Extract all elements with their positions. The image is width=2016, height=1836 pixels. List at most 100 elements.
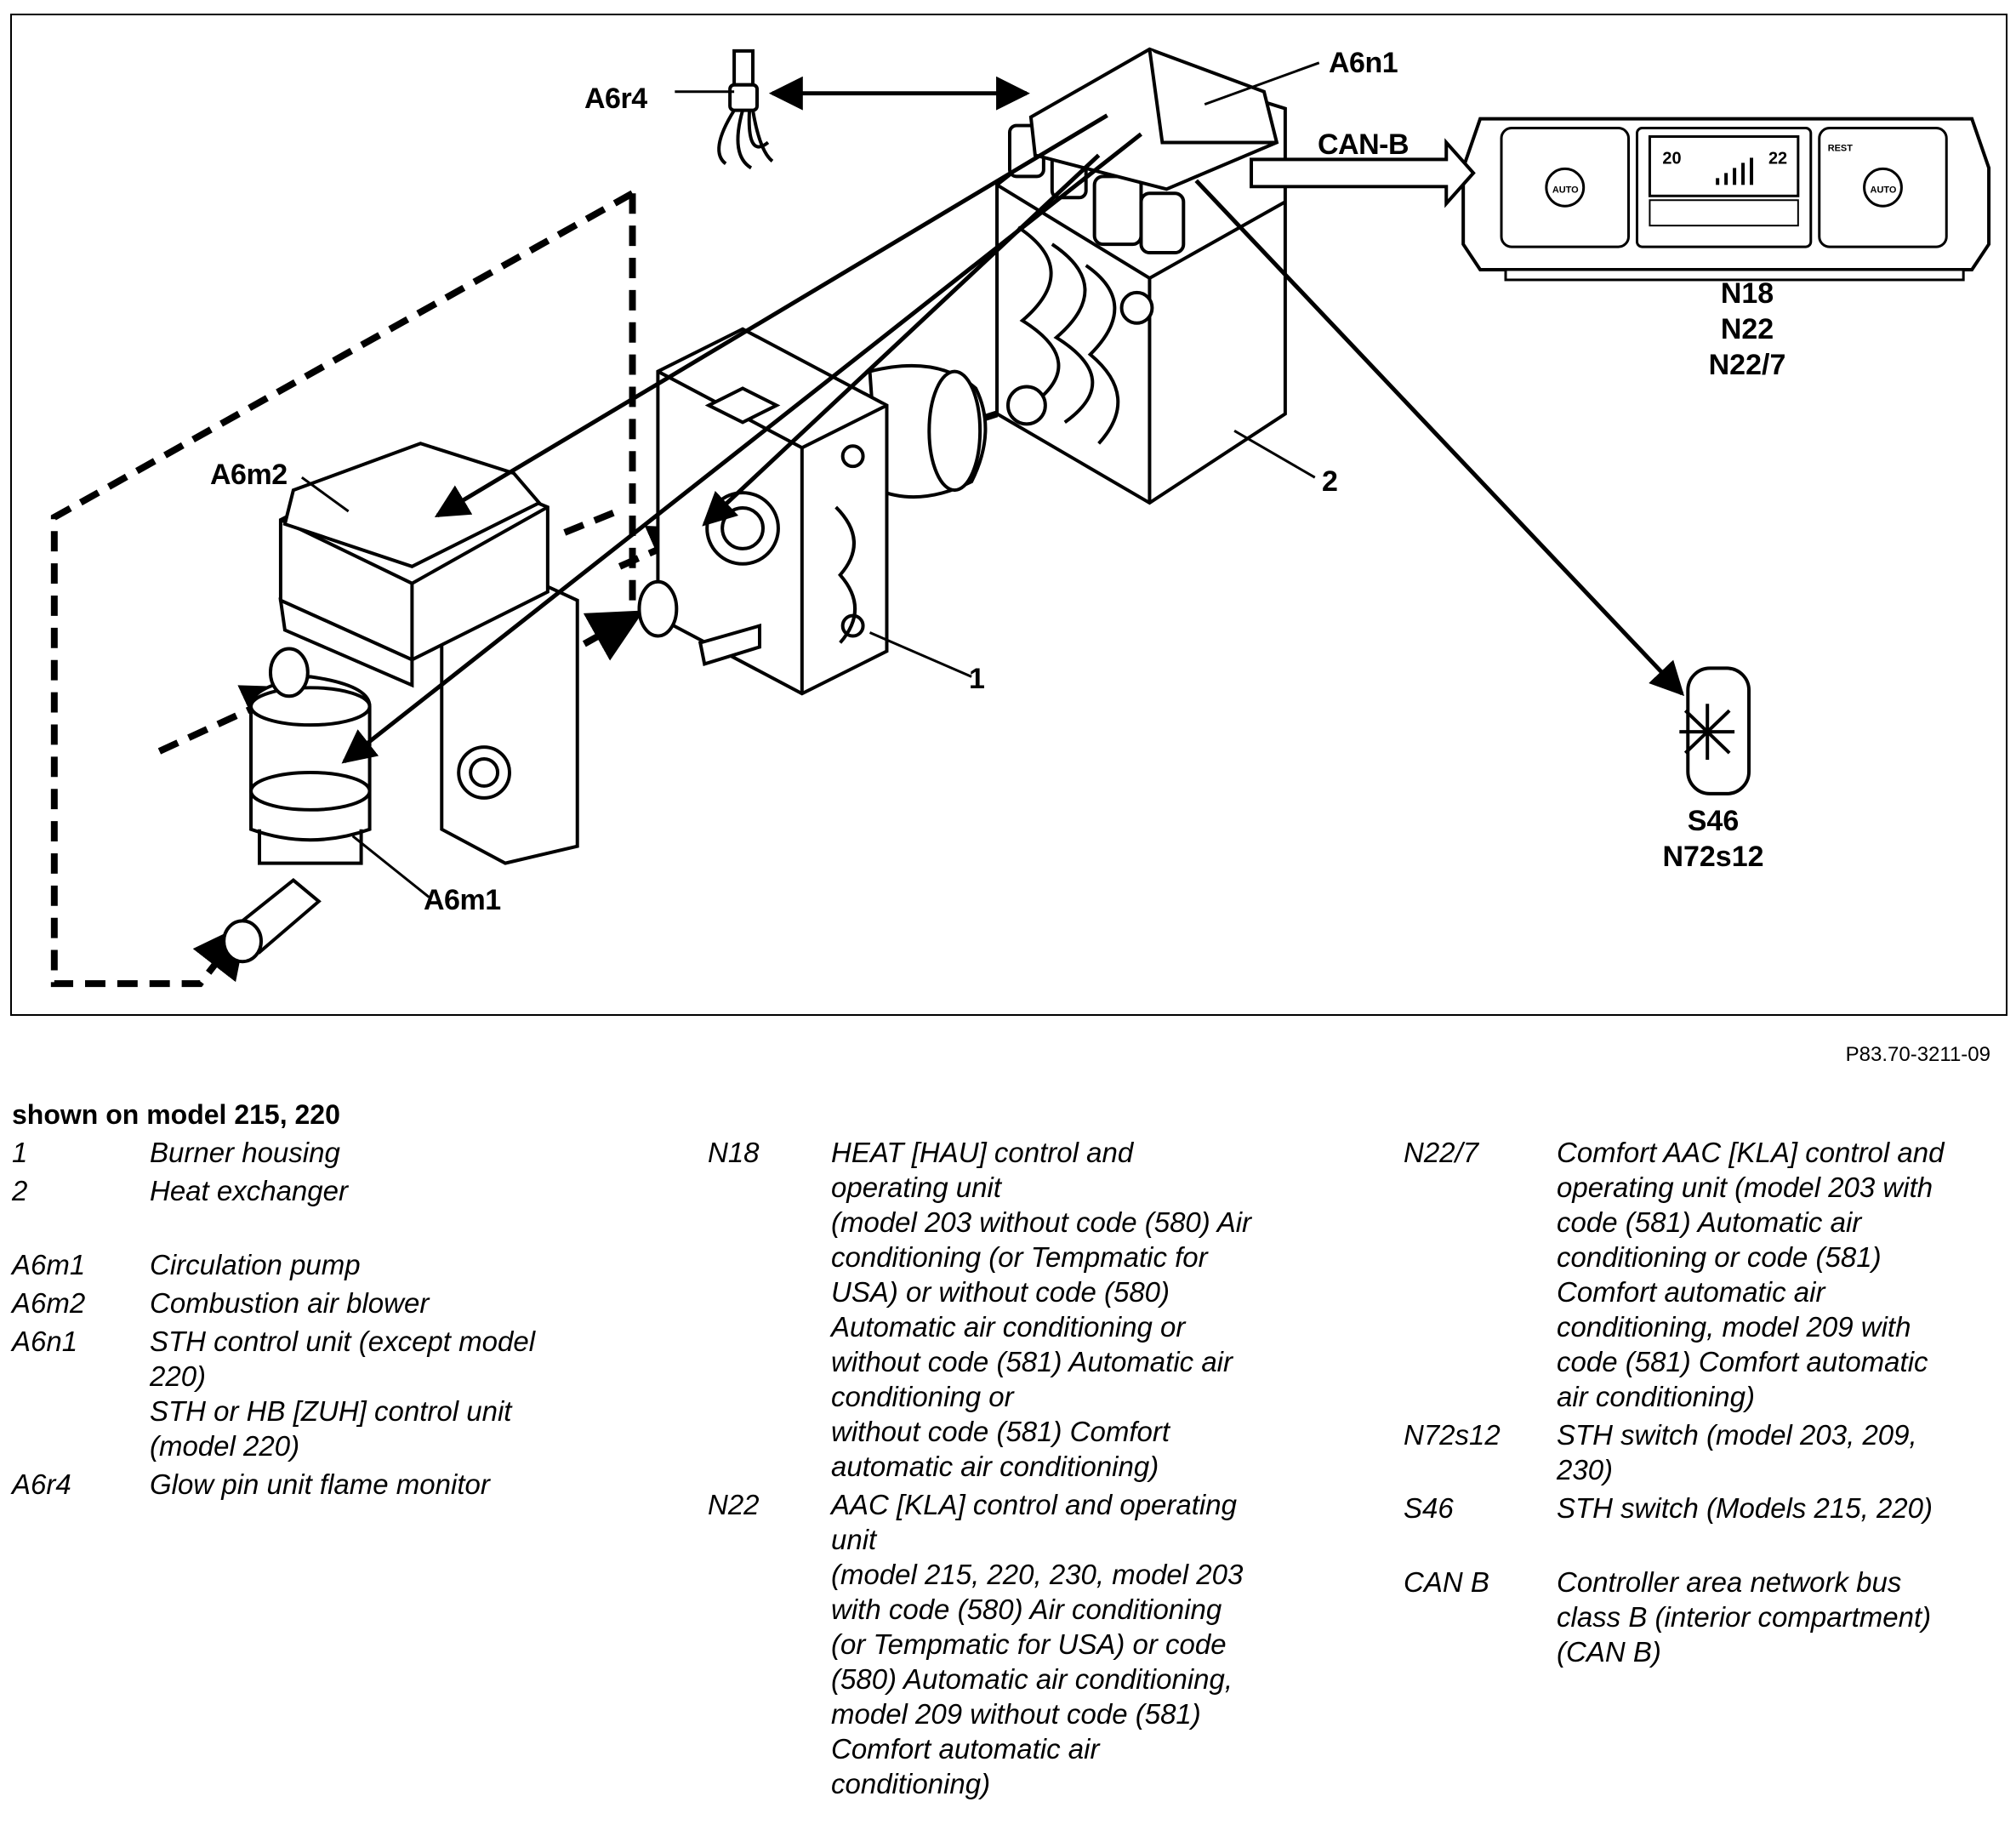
legend-description-line: without code (581) Automatic air xyxy=(831,1346,1233,1377)
legend-description-line: (or Tempmatic for USA) or code xyxy=(831,1628,1227,1660)
legend-entry: A6r4 Glow pin unit flame monitor xyxy=(12,1467,590,1502)
legend-description-line: Comfort automatic air xyxy=(1557,1276,1825,1308)
legend-description-line: 220) xyxy=(150,1360,207,1392)
legend-code: S46 xyxy=(1404,1492,1454,1524)
legend-description-line: conditioning or code (581) xyxy=(1557,1241,1882,1273)
legend-code: A6r4 xyxy=(12,1468,71,1500)
diagram-drawing: 20 22 AUTO AUTO REST xyxy=(50,47,1991,988)
legend-description-line: (model 220) xyxy=(150,1430,300,1462)
legend-entry: N72s12 STH switch (model 203, 209,230) xyxy=(1404,1417,1990,1487)
legend-description-line: (580) Automatic air conditioning, xyxy=(831,1663,1233,1695)
legend-description-line: (model 203 without code (580) Air xyxy=(831,1206,1252,1238)
legend-code: A6n1 xyxy=(12,1326,78,1357)
callout-panel-codes: N18 N22 N22/7 xyxy=(1696,276,1798,383)
callout-a6m2: A6m2 xyxy=(210,459,288,491)
callout-n22: N22 xyxy=(1720,313,1774,345)
diagram-figure: 20 22 AUTO AUTO REST xyxy=(10,14,2007,1016)
legend-description: Combustion air blower xyxy=(150,1286,590,1320)
legend-description-line: USA) or without code (580) xyxy=(831,1276,1170,1308)
callout-switch-codes: S46 N72s12 xyxy=(1649,803,1777,875)
legend-gap xyxy=(12,1208,590,1247)
legend-description-line: without code (581) Comfort xyxy=(831,1416,1170,1447)
legend-code: N72s12 xyxy=(1404,1419,1501,1451)
legend-code: 2 xyxy=(12,1175,28,1206)
legend-description-line: model 209 without code (581) xyxy=(831,1698,1201,1730)
control-panel-drawing: 20 22 AUTO AUTO REST xyxy=(1461,117,1991,282)
legend-description-line: air conditioning) xyxy=(1557,1381,1755,1412)
legend-description: STH switch (model 203, 209,230) xyxy=(1557,1417,1990,1487)
callout-a6m1: A6m1 xyxy=(424,884,501,916)
panel-auto-left: AUTO xyxy=(1552,185,1579,195)
legend-description-line: Comfort automatic air xyxy=(831,1733,1100,1765)
legend-description-line: Comfort AAC [KLA] control and xyxy=(1557,1137,1945,1168)
legend-description: Circulation pump xyxy=(150,1247,590,1282)
legend-code: A6m2 xyxy=(12,1287,86,1319)
heat-exchanger-drawing xyxy=(995,47,1287,505)
blower-pump-drawing xyxy=(222,442,579,964)
glow-pin-drawing xyxy=(717,48,774,170)
legend-code: CAN B xyxy=(1404,1566,1489,1598)
legend-gap xyxy=(1404,1525,1990,1565)
legend-code: N22 xyxy=(708,1489,760,1520)
panel-rest: REST xyxy=(1828,143,1854,153)
legend-description: Heat exchanger xyxy=(150,1173,590,1208)
figure-reference: P83.70-3211-09 xyxy=(1845,1043,1990,1066)
callout-s46: S46 xyxy=(1687,805,1740,837)
legend-description-line: conditioning, model 209 with xyxy=(1557,1311,1911,1343)
can-b-arrow xyxy=(1250,138,1476,208)
legend-description-line: (CAN B) xyxy=(1557,1636,1661,1668)
panel-auto-right: AUTO xyxy=(1871,185,1897,195)
legend-description-line: code (581) Automatic air xyxy=(1557,1206,1862,1238)
callout-1: 1 xyxy=(969,663,985,695)
legend-description-line: Combustion air blower xyxy=(150,1287,430,1319)
legend-description: STH switch (Models 215, 220) xyxy=(1557,1491,1990,1525)
callout-2: 2 xyxy=(1322,465,1338,498)
callout-n72s12: N72s12 xyxy=(1662,841,1764,873)
legend-description-line: AAC [KLA] control and operating xyxy=(831,1489,1237,1520)
legend-description: Burner housing xyxy=(150,1135,590,1170)
legend-code: 1 xyxy=(12,1137,28,1168)
callout-can-b: CAN-B xyxy=(1318,128,1409,161)
callout-a6r4: A6r4 xyxy=(584,83,647,115)
legend-description: Glow pin unit flame monitor xyxy=(150,1467,590,1502)
sth-switch-drawing xyxy=(1679,666,1751,795)
legend-code: N22/7 xyxy=(1404,1137,1479,1168)
callout-n22-7: N22/7 xyxy=(1708,349,1786,381)
legend-description-line: STH switch (model 203, 209, xyxy=(1557,1419,1917,1451)
panel-temp-left: 20 xyxy=(1662,149,1681,168)
legend-description-line: Automatic air conditioning or xyxy=(831,1311,1186,1343)
legend-description-line: operating unit xyxy=(831,1172,1001,1203)
burner-housing-drawing xyxy=(637,327,988,696)
legend-description-line: unit xyxy=(831,1524,877,1555)
legend-description-line: code (581) Comfort automatic xyxy=(1557,1346,1928,1377)
callout-n18: N18 xyxy=(1720,277,1774,310)
legend-description-line: Glow pin unit flame monitor xyxy=(150,1468,490,1500)
legend-entry: A6m2 Combustion air blower xyxy=(12,1286,590,1320)
legend-description-line: Heat exchanger xyxy=(150,1175,348,1206)
legend-description-line: automatic air conditioning) xyxy=(831,1451,1159,1482)
leader-lines xyxy=(300,61,1320,898)
panel-temp-right: 22 xyxy=(1768,149,1787,168)
coolant-circuit-dashed xyxy=(50,190,1136,988)
legend-code: N18 xyxy=(708,1137,760,1168)
legend-entry: 2 Heat exchanger xyxy=(12,1173,590,1208)
legend-description-line: Circulation pump xyxy=(150,1249,361,1280)
legend-entry: S46 STH switch (Models 215, 220) xyxy=(1404,1491,1990,1525)
legend-description-line: conditioning) xyxy=(831,1768,991,1799)
legend-description-line: conditioning (or Tempmatic for xyxy=(831,1241,1208,1273)
legend-description-line: STH or HB [ZUH] control unit xyxy=(150,1395,512,1427)
